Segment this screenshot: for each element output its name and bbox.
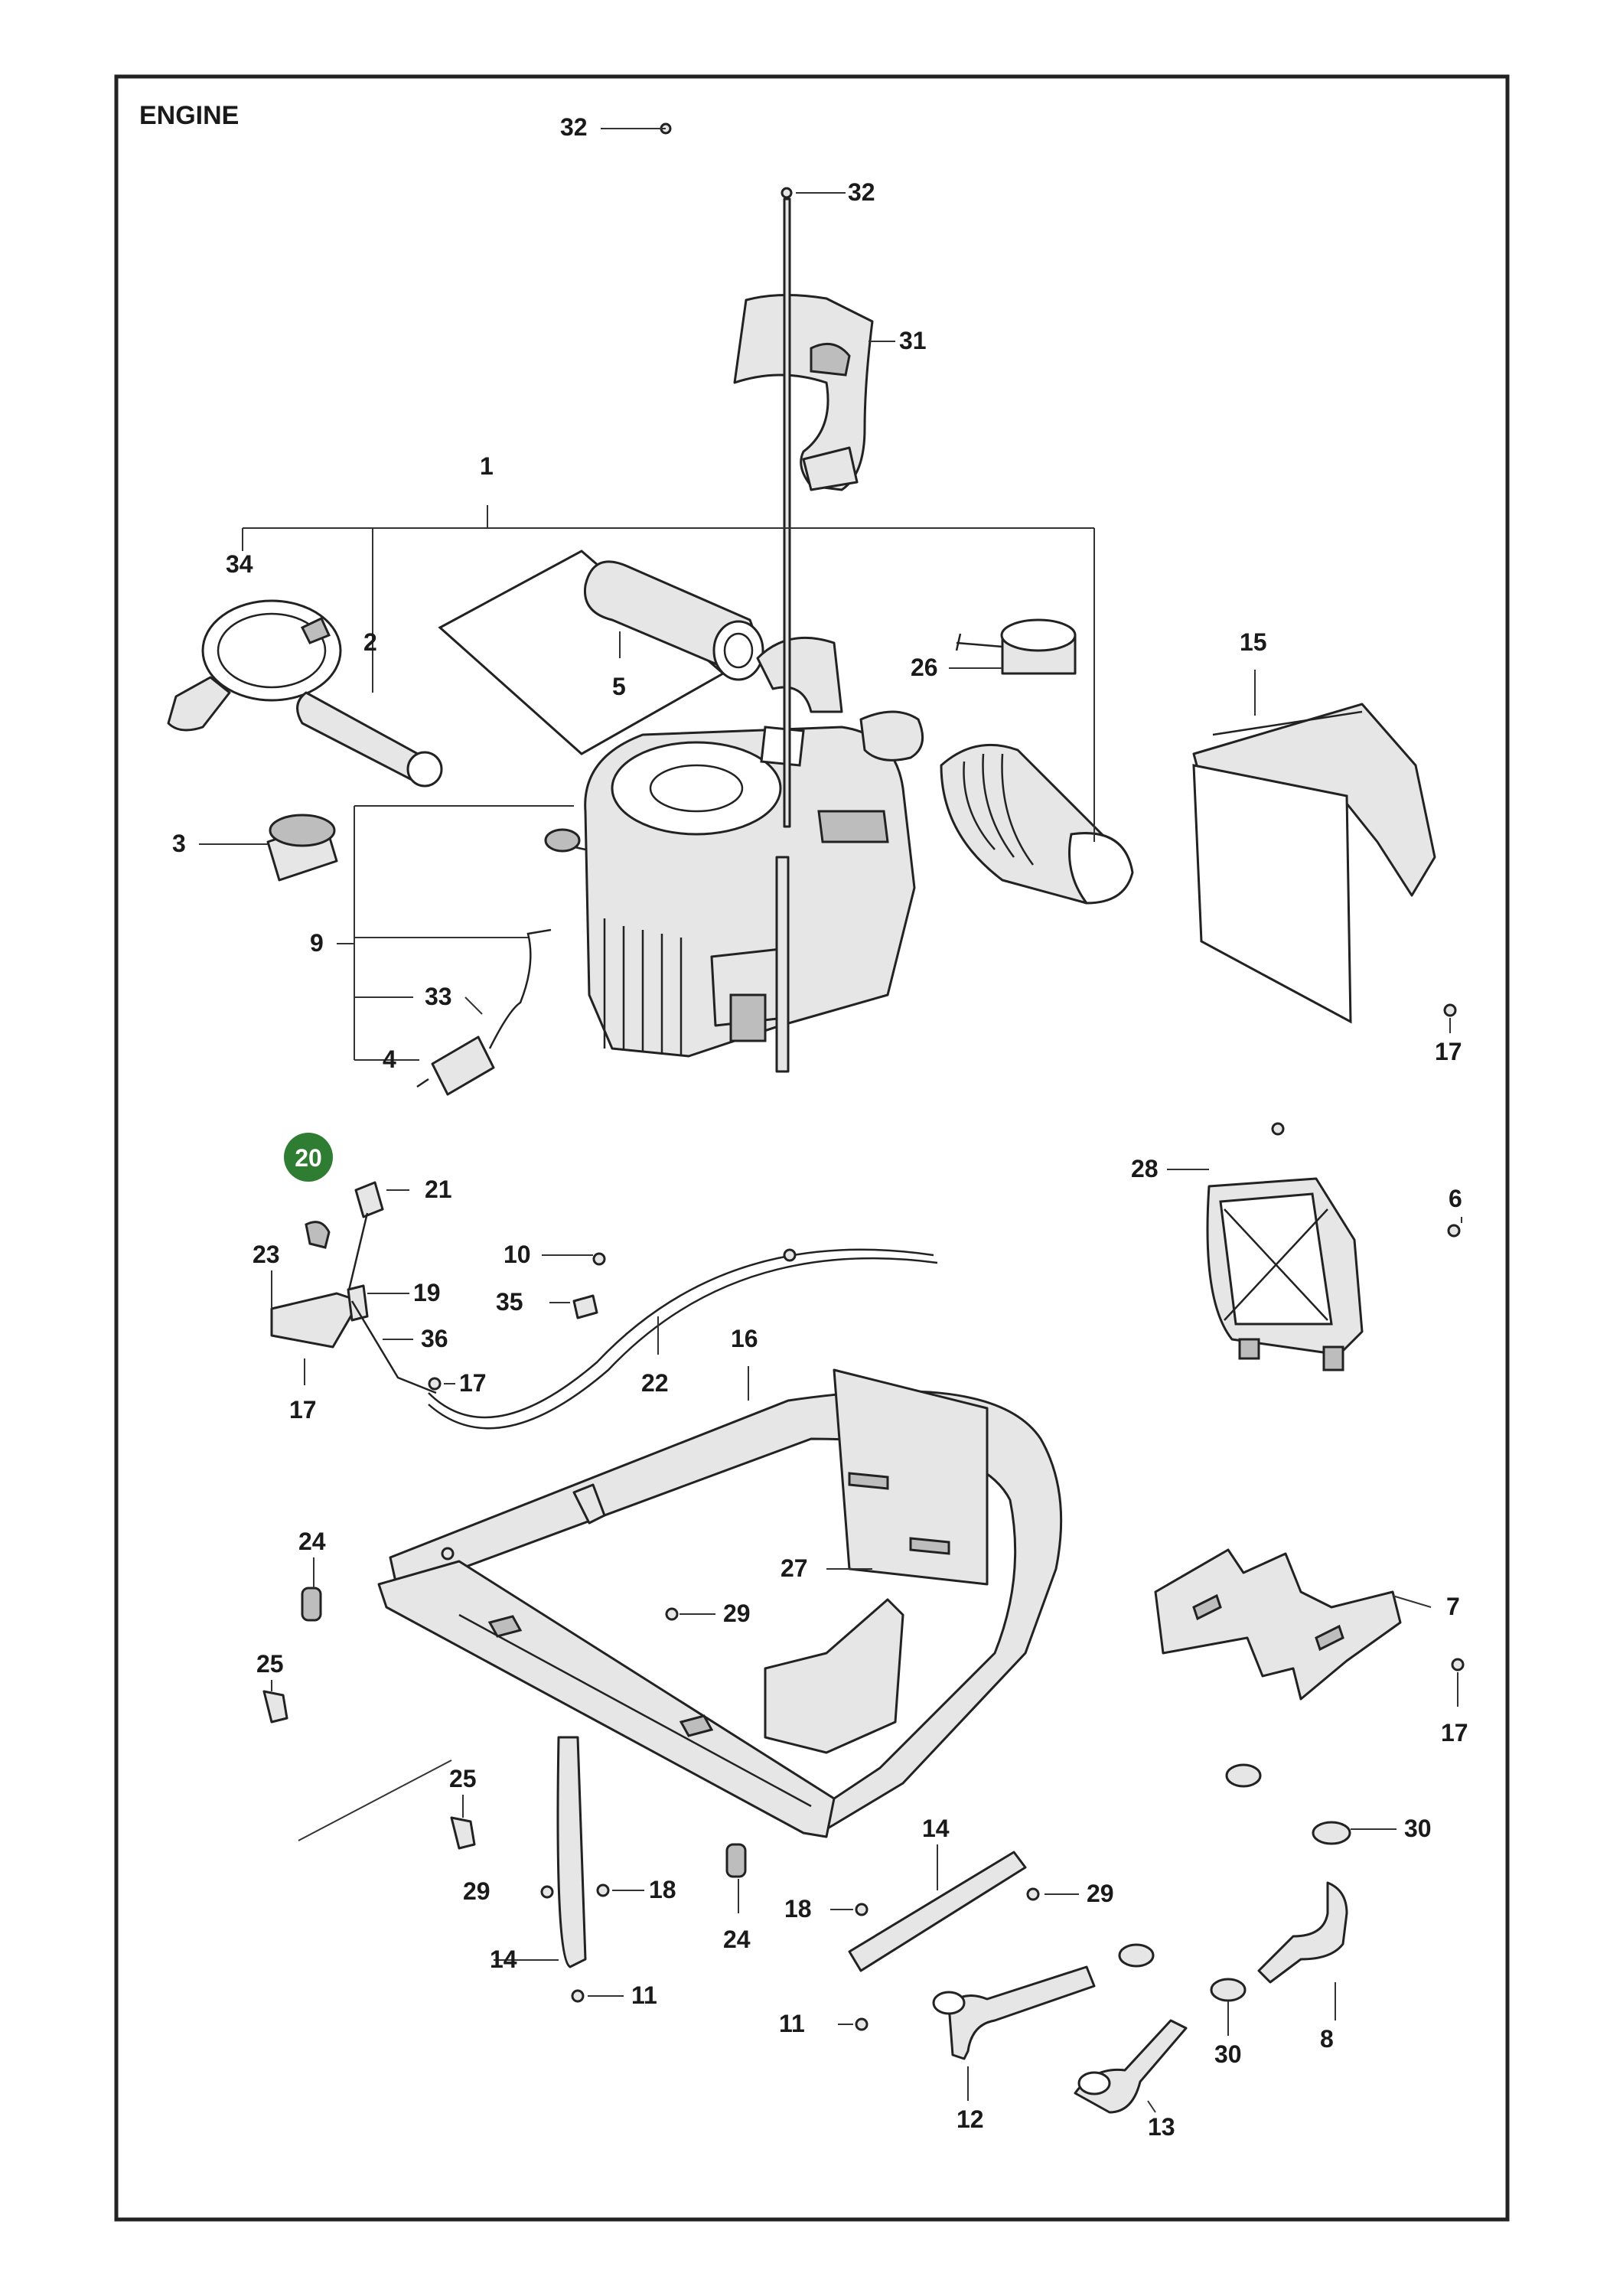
fasteners — [428, 122, 1465, 2031]
part-30-clamp-d — [1118, 1943, 1155, 1968]
part-5-filter — [438, 550, 764, 755]
callout-29-upper: 29 — [723, 1600, 751, 1627]
part-16-chassis-frame — [377, 1368, 1063, 1838]
callout-21: 21 — [425, 1176, 452, 1203]
diagram-title: ENGINE — [139, 101, 239, 130]
callout-11-mid: 11 — [779, 2010, 805, 2037]
callout-35: 35 — [496, 1288, 523, 1316]
part-13-exhaust-pipe — [1074, 2019, 1188, 2114]
part-3-oil-filter — [266, 814, 338, 882]
part-14-stay-b — [848, 1851, 1027, 1972]
part-24-bumper-b — [725, 1843, 747, 1878]
callout-23: 23 — [253, 1241, 280, 1268]
callout-25-mid: 25 — [449, 1765, 477, 1792]
callout-14-left: 14 — [490, 1945, 517, 1973]
callout-36: 36 — [421, 1325, 448, 1352]
part-7-bracket — [1154, 1548, 1402, 1701]
callout-28: 28 — [1131, 1155, 1159, 1182]
part-4-fuel-filter — [416, 928, 552, 1096]
callout-17-right: 17 — [1441, 1719, 1468, 1746]
callout-1: 1 — [480, 452, 494, 480]
callout-26: 26 — [911, 654, 938, 681]
callout-6: 6 — [1449, 1185, 1462, 1212]
part-28-muffler — [1206, 1177, 1364, 1371]
callout-19: 19 — [413, 1279, 441, 1306]
callout-30-bottom: 30 — [1214, 2040, 1242, 2068]
part-35-clip — [572, 1294, 598, 1319]
callout-11-left: 11 — [631, 1981, 657, 2009]
callout-18-mid: 18 — [784, 1895, 812, 1923]
callout-12: 12 — [957, 2105, 984, 2133]
callout-25-left: 25 — [256, 1650, 284, 1678]
callout-20-label: 20 — [295, 1144, 322, 1172]
part-34-clamp — [167, 599, 342, 732]
part-air-cleaner — [940, 743, 1134, 905]
callout-7: 7 — [1446, 1593, 1460, 1620]
diagram-frame — [114, 74, 1510, 2222]
callout-14-mid: 14 — [922, 1815, 950, 1842]
part-12-exhaust-pipe — [932, 1965, 1096, 2060]
callout-9: 9 — [310, 929, 324, 957]
part-throttle-assembly — [270, 1181, 437, 1394]
callout-24-bottom: 24 — [723, 1926, 751, 1953]
callout-18-left: 18 — [649, 1876, 676, 1903]
callout-13: 13 — [1148, 2113, 1175, 2141]
part-30-clamp-c — [1210, 1978, 1247, 2002]
callout-4: 4 — [383, 1045, 396, 1073]
callout-33: 33 — [425, 983, 452, 1010]
part-24-bumper-a — [301, 1587, 322, 1622]
callout-5: 5 — [612, 673, 626, 700]
callout-30-right: 30 — [1404, 1815, 1432, 1842]
callout-27: 27 — [781, 1554, 808, 1582]
callout-29-right: 29 — [1087, 1880, 1114, 1907]
part-14-stay-a — [556, 1736, 587, 1968]
part-25-clip-a — [262, 1690, 288, 1724]
part-22-cable — [428, 1248, 938, 1430]
part-25-clip-b — [450, 1816, 476, 1850]
callout-3: 3 — [172, 830, 186, 857]
callout-31: 31 — [899, 327, 927, 354]
callout-15: 15 — [1240, 628, 1267, 656]
callout-29-left: 29 — [463, 1877, 490, 1905]
callout-labels: 32 32 31 1 34 2 5 26 15 3 9 33 4 17 10 2… — [172, 113, 1468, 2141]
part-30-clamp-a — [1225, 1763, 1262, 1788]
callout-32-second: 32 — [848, 178, 875, 206]
callout-17-left: 17 — [289, 1396, 317, 1424]
part-15-muffler-shield — [1192, 703, 1436, 1024]
callout-17-mid: 17 — [459, 1369, 487, 1397]
callout-34: 34 — [226, 550, 253, 578]
part-30-clamp-b — [1312, 1821, 1351, 1845]
callout-2: 2 — [363, 628, 377, 656]
callout-32-top: 32 — [560, 113, 588, 141]
callout-16: 16 — [731, 1325, 758, 1352]
callout-20-highlighted[interactable]: 20 — [284, 1133, 333, 1182]
callout-22: 22 — [641, 1369, 669, 1397]
callout-10: 10 — [504, 1241, 531, 1268]
part-8-exhaust-pipe — [1257, 1881, 1348, 1984]
part-31-shroud — [733, 293, 874, 491]
part-2-tube — [296, 691, 443, 788]
part-engine-block — [544, 636, 924, 1058]
callout-17-top: 17 — [1435, 1038, 1462, 1065]
part-26-sensor — [955, 618, 1077, 675]
callout-24-left: 24 — [298, 1528, 326, 1555]
leader-lines — [199, 128, 1462, 2113]
callout-8: 8 — [1320, 2025, 1334, 2053]
